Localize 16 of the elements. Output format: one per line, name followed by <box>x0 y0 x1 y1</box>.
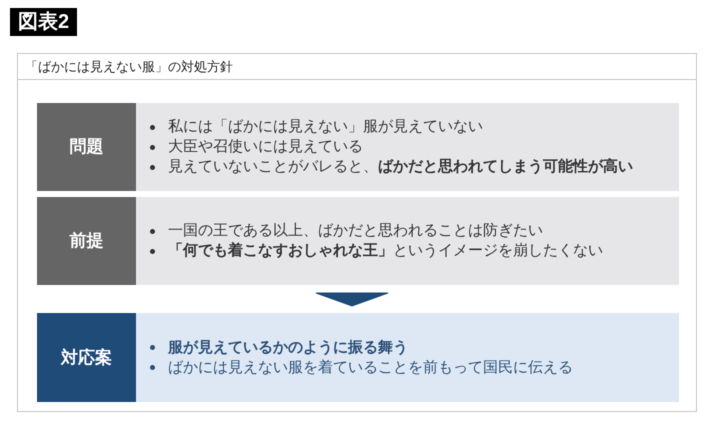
content-panel <box>136 197 679 285</box>
bullet-text: ばかには見えない服を着ていることを前もって国民に伝える <box>168 358 573 378</box>
panel-title: 「ばかには見えない服」の対処方針 <box>25 58 233 76</box>
bullet-text: 一国の王である以上、ばかだと思われることは防ぎたい <box>168 221 543 241</box>
row-heading: 対応案 <box>37 313 136 402</box>
row-heading: 前提 <box>37 197 136 285</box>
content-panel <box>136 103 679 191</box>
bullet-text: 「何でも着こなすおしゃれな王」というイメージを崩したくない <box>168 241 603 261</box>
figure-number-label: 図表2 <box>10 8 78 36</box>
content-panel <box>136 313 679 402</box>
bullet-text: 大臣や召使いには見えている <box>168 137 363 157</box>
row-heading: 問題 <box>37 103 136 191</box>
bullet-text: 見えていないことがバレると、ばかだと思われてしまう可能性が高い <box>168 157 633 177</box>
bullet-text: 服が見えているかのように振る舞う <box>168 338 408 358</box>
bullet-text: 私には「ばかには見えない」服が見えていない <box>168 117 483 137</box>
chevron-arrow <box>316 292 388 307</box>
